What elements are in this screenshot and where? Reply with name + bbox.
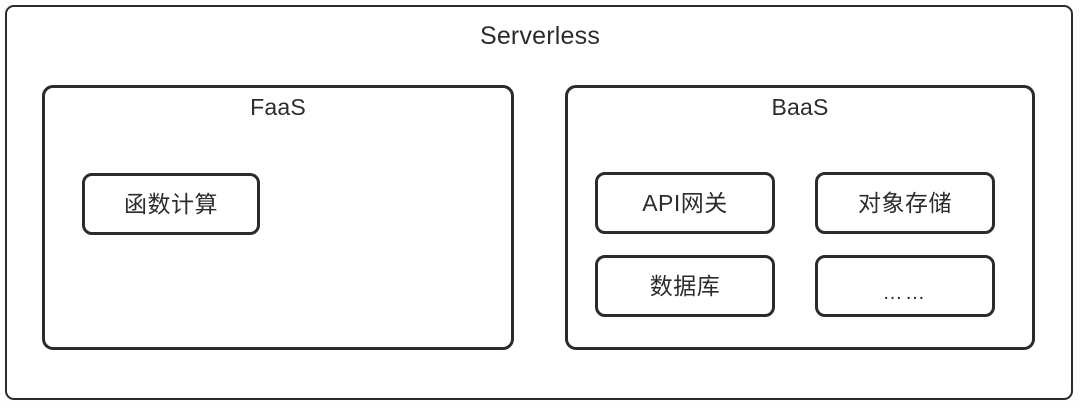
box-api-gateway-label: API网关 — [642, 189, 728, 216]
box-database[interactable]: 数据库 — [595, 255, 775, 317]
faas-title: FaaS — [250, 94, 306, 120]
box-function-compute-label: 函数计算 — [124, 190, 218, 217]
box-object-storage-label: 对象存储 — [858, 189, 952, 216]
box-more[interactable]: …… — [815, 255, 995, 317]
box-object-storage[interactable]: 对象存储 — [815, 172, 995, 234]
baas-title: BaaS — [771, 94, 829, 120]
box-more-label: …… — [882, 282, 928, 304]
box-api-gateway[interactable]: API网关 — [595, 172, 775, 234]
box-database-label: 数据库 — [649, 272, 721, 299]
box-function-compute[interactable]: 函数计算 — [82, 173, 260, 235]
serverless-title: Serverless — [479, 22, 601, 50]
